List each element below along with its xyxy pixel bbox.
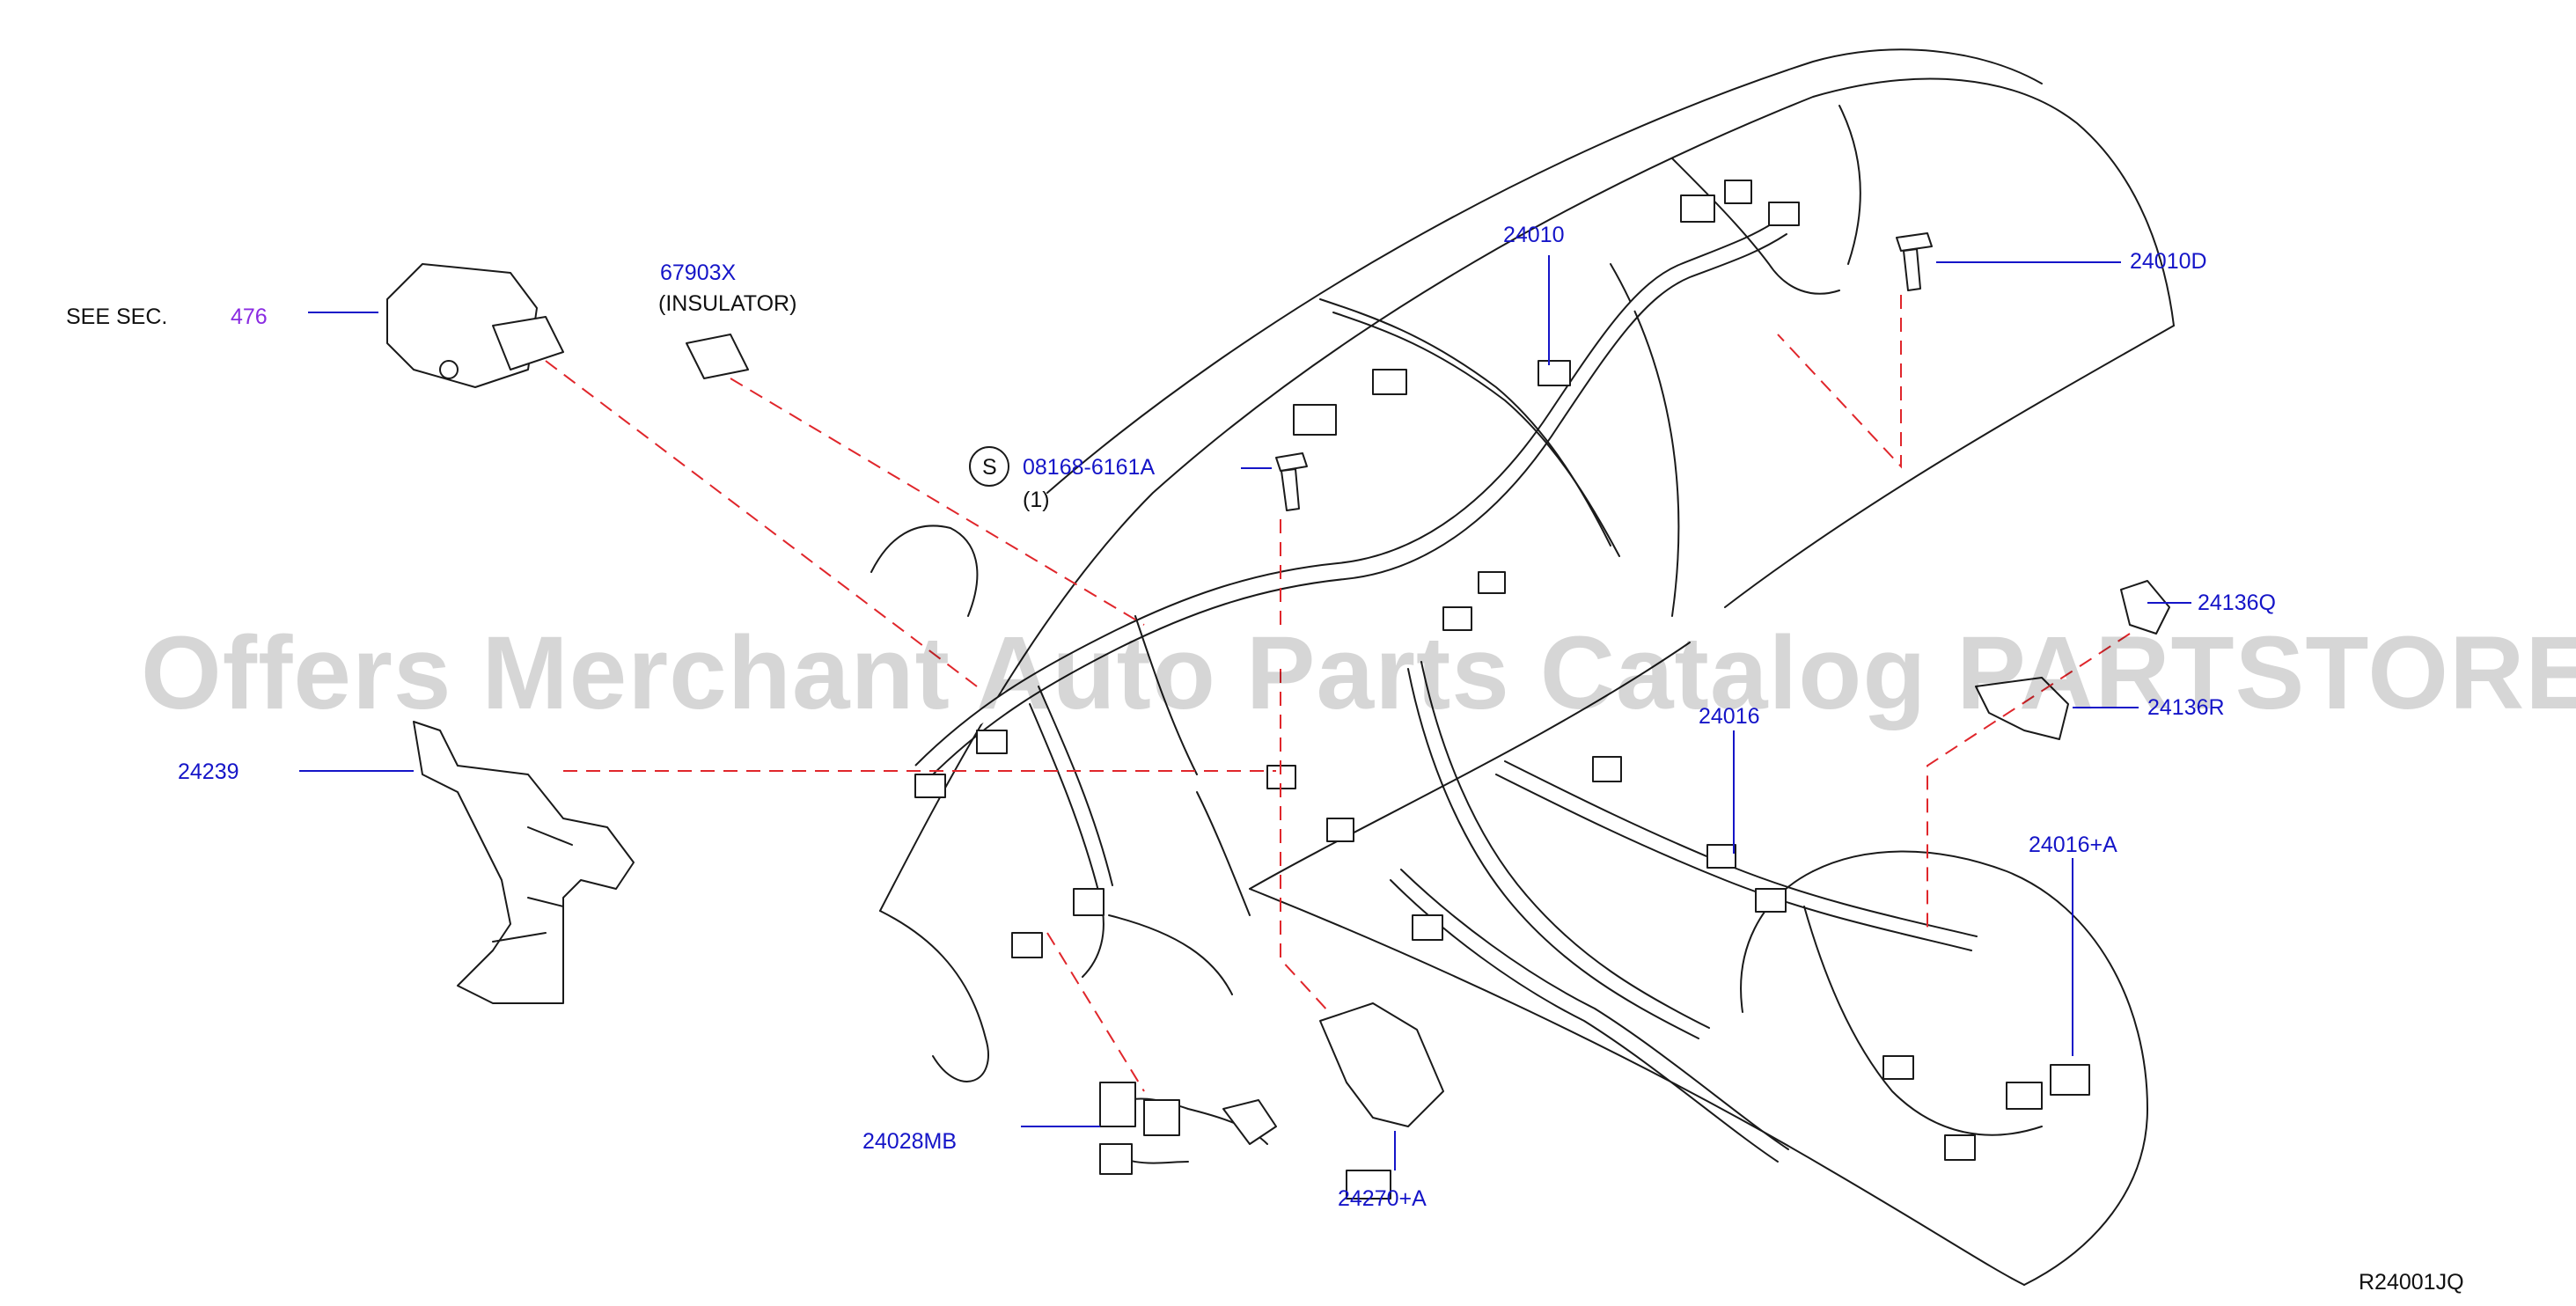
bracket-24136r: [1975, 677, 2069, 740]
part-24136r-label[interactable]: 24136R: [2147, 695, 2225, 720]
watermark: Offers Merchant Auto Parts Catalog PARTS…: [141, 615, 2576, 731]
s-symbol-label: S: [982, 455, 997, 480]
label-leaders: [299, 255, 2191, 1170]
bracket-24239: [413, 721, 635, 1004]
part-24136q-label[interactable]: 24136Q: [2198, 591, 2276, 615]
part-24239-label[interactable]: 24239: [178, 759, 239, 784]
subharness-24028mb: [1099, 1082, 1277, 1175]
module-see-sec-476: [386, 263, 564, 388]
diagram-code: R24001JQ: [2359, 1270, 2464, 1295]
see-sec-number-link[interactable]: 476: [231, 304, 268, 329]
part-24270a-label[interactable]: 24270+A: [1338, 1186, 1427, 1211]
cover-24270a: [1319, 1002, 1444, 1127]
part-24028mb-label[interactable]: 24028MB: [862, 1129, 957, 1154]
part-24016-label[interactable]: 24016: [1699, 704, 1760, 729]
assembly-dash-lines: [545, 295, 2131, 1092]
part-67903x-label[interactable]: 67903X: [660, 260, 737, 285]
part-08168-6161a-label[interactable]: 08168-6161A: [1023, 455, 1155, 480]
part-24016a-label[interactable]: 24016+A: [2029, 833, 2117, 857]
bolt-08168-6161a: [1275, 452, 1308, 511]
bolt-24010d: [1896, 232, 1933, 291]
bracket-24136q: [2120, 580, 2170, 635]
main-harness-24010: [914, 105, 2090, 1200]
see-sec-label: SEE SEC.: [66, 304, 167, 329]
insulator-67903x: [686, 334, 749, 379]
s-symbol-circle: [969, 446, 1009, 487]
part-24010-label[interactable]: 24010: [1503, 223, 1565, 247]
part-67903x-note: (INSULATOR): [658, 291, 796, 316]
part-08168-6161a-qty: (1): [1023, 488, 1050, 512]
part-24010d-label[interactable]: 24010D: [2130, 249, 2207, 274]
